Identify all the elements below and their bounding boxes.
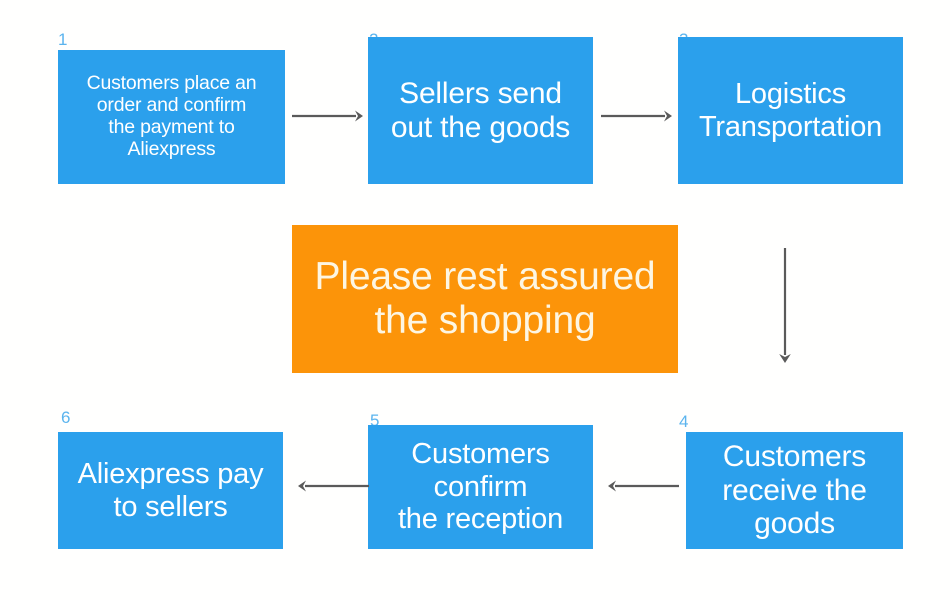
flow-node-step-6[interactable]: Aliexpress pay to sellers bbox=[58, 432, 283, 549]
assurance-banner: Please rest assured the shopping bbox=[292, 225, 678, 373]
flow-node-step-1-label: Customers place an order and confirm the… bbox=[86, 72, 257, 160]
flow-node-step-5-label: Customers confirm the reception bbox=[397, 438, 564, 536]
flow-node-step-6-label: Aliexpress pay to sellers bbox=[77, 458, 264, 523]
arrow-step5-to-step6 bbox=[291, 478, 369, 494]
flow-node-step-2[interactable]: Sellers send out the goods bbox=[368, 37, 593, 184]
step-number-1: 1 bbox=[58, 30, 68, 49]
flow-node-step-1[interactable]: Customers place an order and confirm the… bbox=[58, 50, 285, 184]
flow-node-step-5[interactable]: Customers confirm the reception bbox=[368, 425, 593, 549]
arrow-step1-to-step2 bbox=[292, 108, 364, 124]
step-number-4: 4 bbox=[679, 412, 689, 431]
flow-node-step-3-label: Logistics Transportation bbox=[698, 78, 883, 143]
flow-node-step-3[interactable]: Logistics Transportation bbox=[678, 37, 903, 184]
flow-node-step-4[interactable]: Customers receive the goods bbox=[686, 432, 903, 549]
step-number-5: 5 bbox=[370, 411, 380, 430]
arrow-step3-to-step4 bbox=[776, 248, 794, 364]
flow-node-step-4-label: Customers receive the goods bbox=[722, 440, 867, 541]
arrow-step2-to-step3 bbox=[601, 108, 673, 124]
arrow-step4-to-step5 bbox=[601, 478, 679, 494]
flow-node-step-2-label: Sellers send out the goods bbox=[390, 76, 571, 144]
assurance-banner-label: Please rest assured the shopping bbox=[314, 255, 656, 342]
step-number-6: 6 bbox=[61, 408, 71, 427]
